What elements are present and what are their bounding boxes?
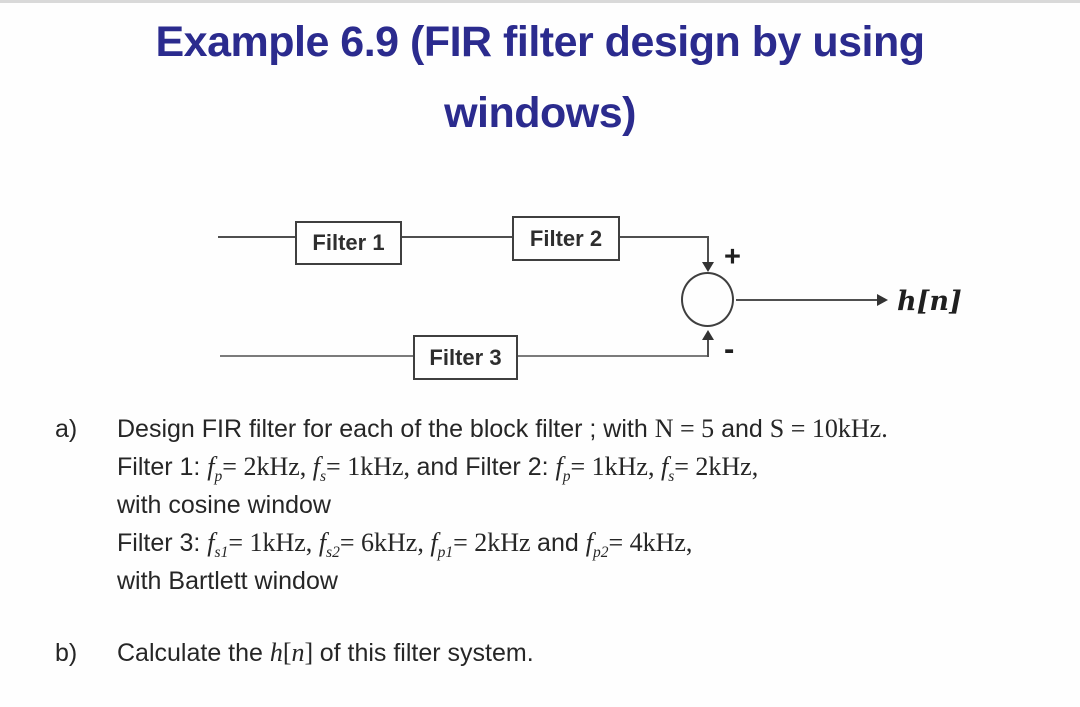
question-a-line-5: with Bartlett window [117, 567, 338, 595]
question-b: b) Calculate the h[n] of this filter sys… [0, 634, 534, 672]
summing-junction [681, 272, 734, 327]
slide-title: Example 6.9 (FIR filter design by using … [0, 7, 1080, 149]
arrowhead-down-icon [702, 262, 714, 272]
title-line-2: windows) [444, 89, 636, 137]
question-a-line-1: Design FIR filter for each of the block … [117, 414, 888, 443]
question-b-line-1: Calculate the h[n] of this filter system… [117, 638, 534, 667]
filter2-block: Filter 2 [512, 216, 620, 261]
arrowhead-up-icon [702, 330, 714, 340]
filter3-label: Filter 3 [429, 344, 502, 370]
signal-line-bottom-rise [707, 339, 709, 357]
filter1-label: Filter 1 [312, 230, 385, 255]
question-b-label: b) [55, 639, 78, 667]
question-a: a) Design FIR filter for each of the blo… [0, 410, 888, 600]
title-line-1: Example 6.9 (FIR filter design by using [155, 18, 925, 66]
question-a-text: Design FIR filter for each of the block … [117, 410, 888, 600]
filter1-block: Filter 1 [295, 221, 402, 265]
minus-sign: - [724, 331, 735, 366]
filter3-block: Filter 3 [413, 335, 518, 380]
signal-line-top-drop [707, 236, 709, 264]
question-a-label: a) [55, 415, 78, 443]
question-a-line-3: with cosine window [117, 491, 331, 519]
plus-sign: + [724, 241, 741, 273]
output-label: h[n] [897, 286, 962, 317]
signal-line-top [218, 236, 708, 238]
question-b-text: Calculate the h[n] of this filter system… [117, 634, 534, 672]
arrowhead-right-icon [877, 294, 888, 306]
filter2-label: Filter 2 [529, 225, 603, 251]
output-line [736, 299, 878, 301]
question-a-line-4: Filter 3: fs1= 1kHz, fs2= 6kHz, fp1= 2kH… [117, 528, 693, 561]
question-a-line-2: Filter 1: fp= 2kHz, fs= 1kHz, and Filter… [117, 452, 759, 485]
